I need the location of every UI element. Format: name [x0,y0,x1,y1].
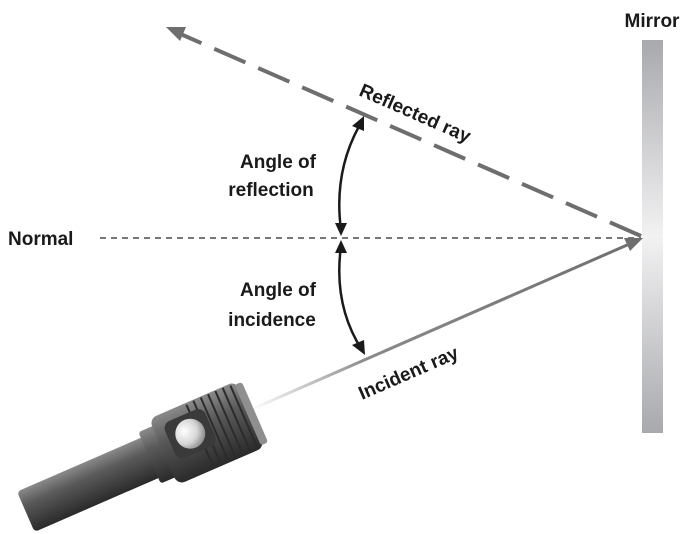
normal-label: Normal [8,229,73,250]
incident-ray-label: Incident ray [356,343,463,405]
incidence-arc [339,246,362,350]
reflection-arc-arrow-bottom [335,223,347,236]
flashlight-handle [17,436,163,532]
angle-of-reflection-label-line2: reflection [228,180,314,201]
incidence-arc-arrow-top [335,240,347,253]
flashlight-icon [11,379,269,534]
angle-of-incidence-label-line2: incidence [228,310,316,331]
reflected-ray-arrowhead [166,27,186,41]
angle-of-reflection-label-line1: Angle of [240,152,317,173]
angle-of-incidence-label-line1: Angle of [240,280,317,301]
mirror-label: Mirror [625,11,681,32]
reflected-ray [176,32,641,236]
reflection-arc [339,121,362,230]
mirror [642,40,663,433]
